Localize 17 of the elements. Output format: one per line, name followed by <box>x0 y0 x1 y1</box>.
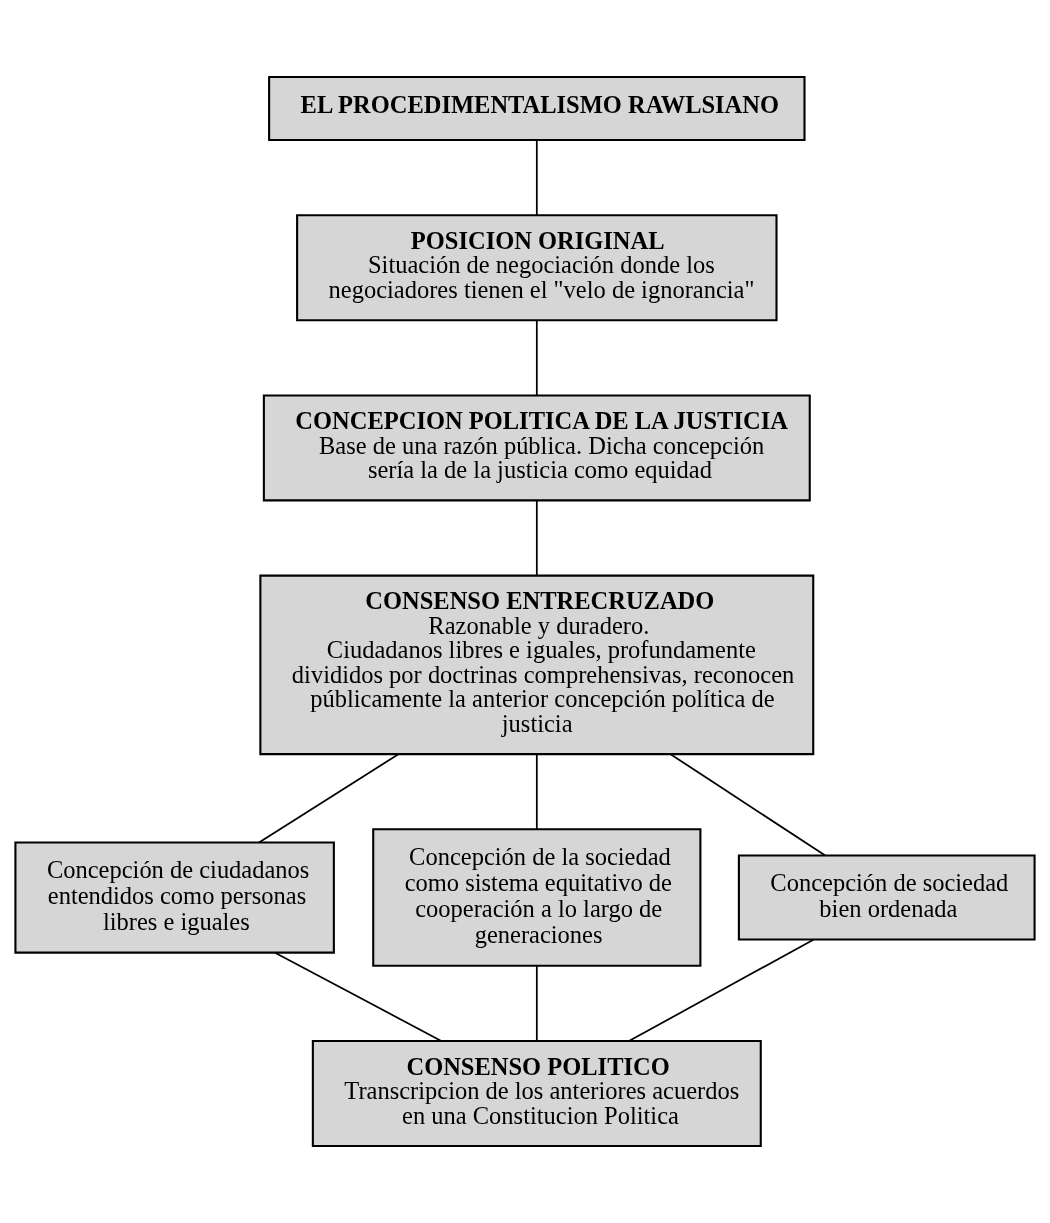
node-box: EL PROCEDIMENTALISMO RAWLSIANO <box>268 75 806 142</box>
node-box: CONSENSO POLITICO Transcripcion de los anteriores acuerdos en una Constitucion Politica <box>311 1040 762 1148</box>
node-box: Concepción de sociedad bien ordenada <box>737 854 1036 941</box>
connector <box>669 753 827 857</box>
connector <box>535 965 538 1042</box>
connector <box>535 499 538 576</box>
node-box: CONCEPCION POLITICA DE LA JUSTICIA Base de una razón pública. Dicha concepción sería la de la justicia como equidad <box>262 394 811 502</box>
connector <box>628 938 815 1042</box>
connector <box>535 753 538 830</box>
connector <box>535 139 538 217</box>
connector <box>258 753 400 844</box>
connector <box>535 319 538 397</box>
node-box: Concepción de la sociedad como sistema equitativo de cooperación a lo largo de generaciones <box>372 828 702 967</box>
node-box: CONSENSO ENTRECRUZADO Razonable y duradero. Ciudadanos libres e iguales, profundamente divididos por doctrinas comprehensivas, reconocen públicamente la anterior concepción política de justicia <box>259 574 815 756</box>
node-box: Concepción de ciudadanos entendidos como personas libres e iguales <box>14 841 335 954</box>
connector <box>274 952 442 1042</box>
node-box: POSICION ORIGINAL Situación de negociación donde los negociadores tienen el "velo de ignorancia" <box>296 214 778 322</box>
